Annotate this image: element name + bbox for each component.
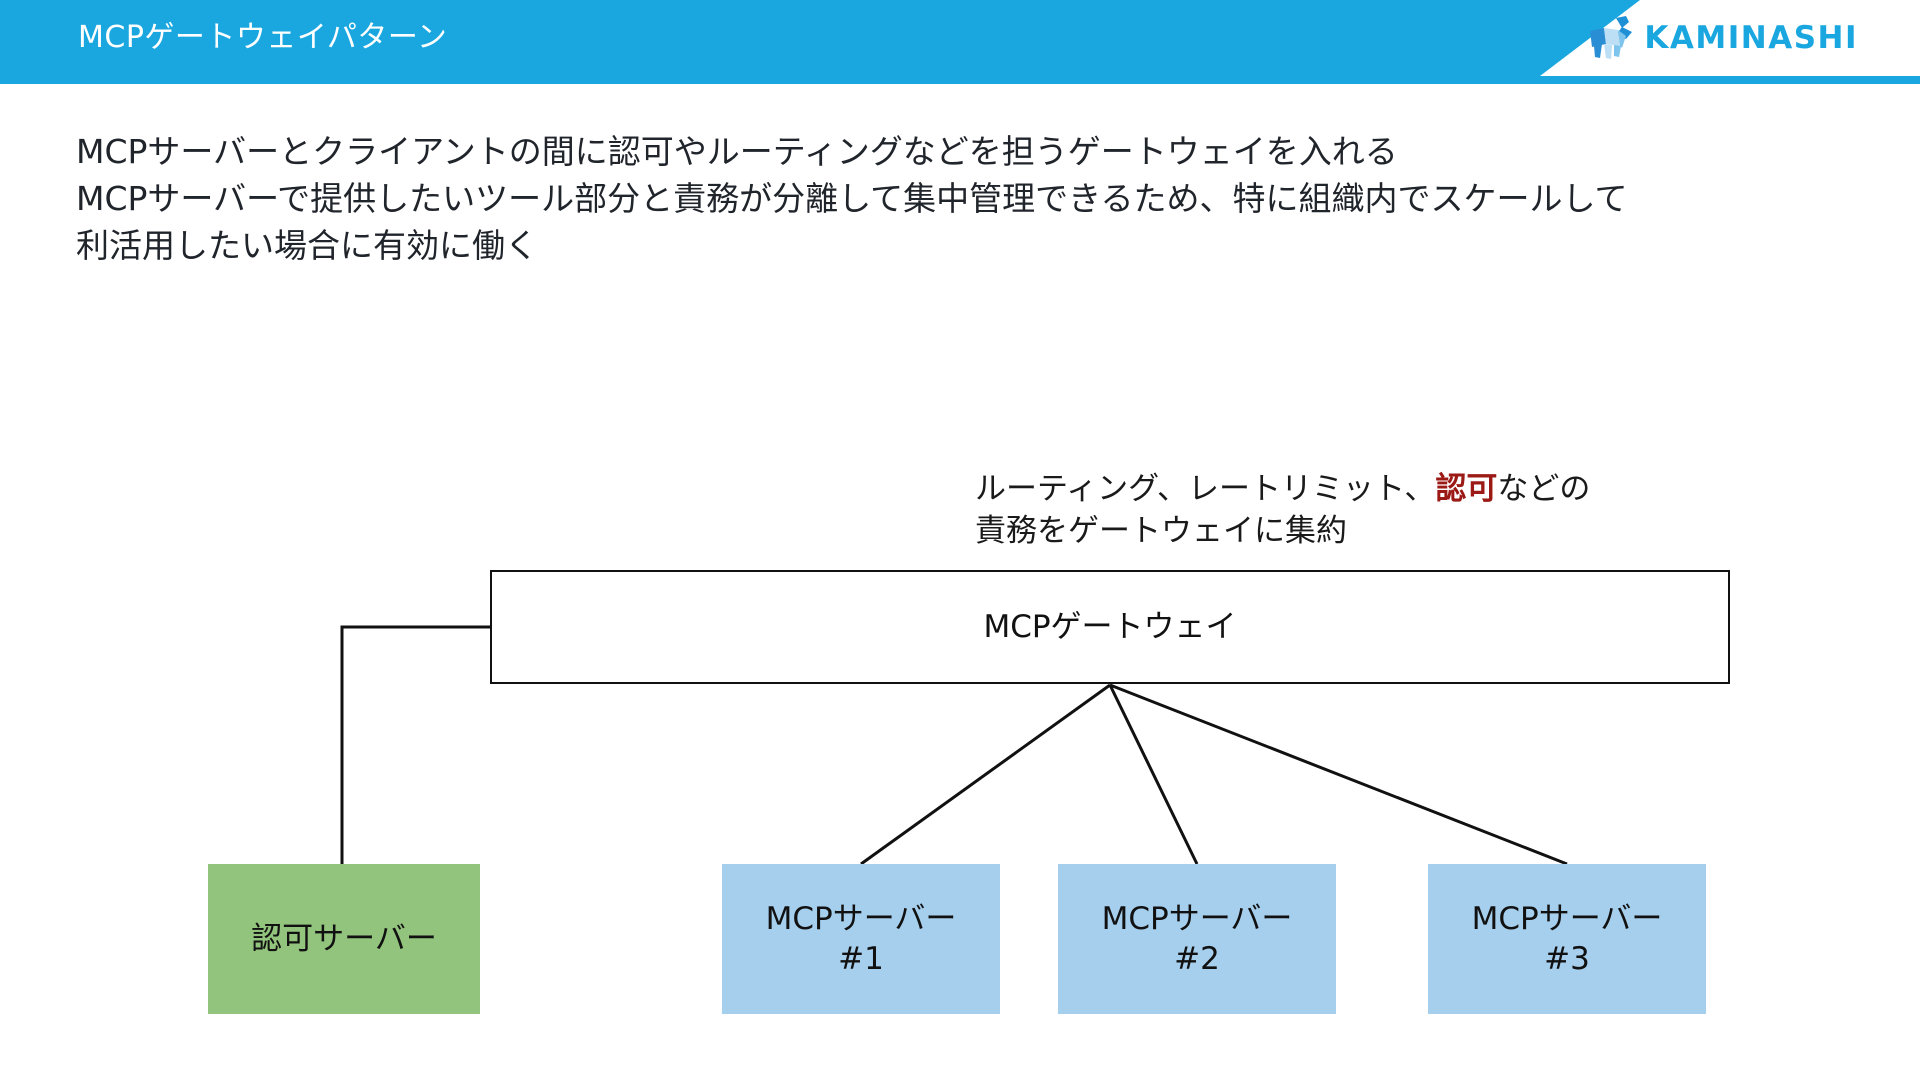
gateway-annotation-line-1: ルーティング、レートリミット、認可などの xyxy=(975,468,1590,510)
brand-logo: KAMINASHI xyxy=(1582,12,1858,64)
node-auth-server[interactable]: 認可サーバー xyxy=(208,864,480,1014)
annotation-highlight-ninka: 認可 xyxy=(1435,471,1498,507)
node-mcp-gateway[interactable]: MCPゲートウェイ xyxy=(490,570,1730,684)
description-block: MCPサーバーとクライアントの間に認可やルーティングなどを担うゲートウェイを入れ… xyxy=(76,128,1866,269)
annotation-text-before: ルーティング、レートリミット、 xyxy=(975,471,1436,507)
description-line-1: MCPサーバーとクライアントの間に認可やルーティングなどを担うゲートウェイを入れ… xyxy=(76,132,1398,171)
annotation-text-after: などの xyxy=(1497,471,1591,507)
node-mcp-server-2[interactable]: MCPサーバー #2 xyxy=(1058,864,1336,1014)
connector-gateway-to-auth xyxy=(340,625,490,864)
gateway-annotation-line-2: 責務をゲートウェイに集約 xyxy=(975,513,1347,549)
page-header: MCPゲートウェイパターン KAMINASHI xyxy=(0,0,1920,84)
node-mcp-server-1[interactable]: MCPサーバー #1 xyxy=(722,864,1000,1014)
connector-gateway-to-server-2 xyxy=(1108,684,1199,865)
gateway-annotation: ルーティング、レートリミット、認可などの 責務をゲートウェイに集約 xyxy=(975,468,1590,552)
description-line-2: MCPサーバーで提供したいツール部分と責務が分離して集中管理できるため、特に組織… xyxy=(76,179,1628,218)
description-line-3: 利活用したい場合に有効に働く xyxy=(76,226,538,265)
goat-logo-icon xyxy=(1582,14,1638,62)
connector-gateway-to-server-1 xyxy=(860,683,1111,866)
page-title: MCPゲートウェイパターン xyxy=(78,20,448,55)
node-mcp-server-3[interactable]: MCPサーバー #3 xyxy=(1428,864,1706,1014)
brand-name: KAMINASHI xyxy=(1644,20,1858,56)
connector-gateway-to-server-3 xyxy=(1109,683,1568,866)
